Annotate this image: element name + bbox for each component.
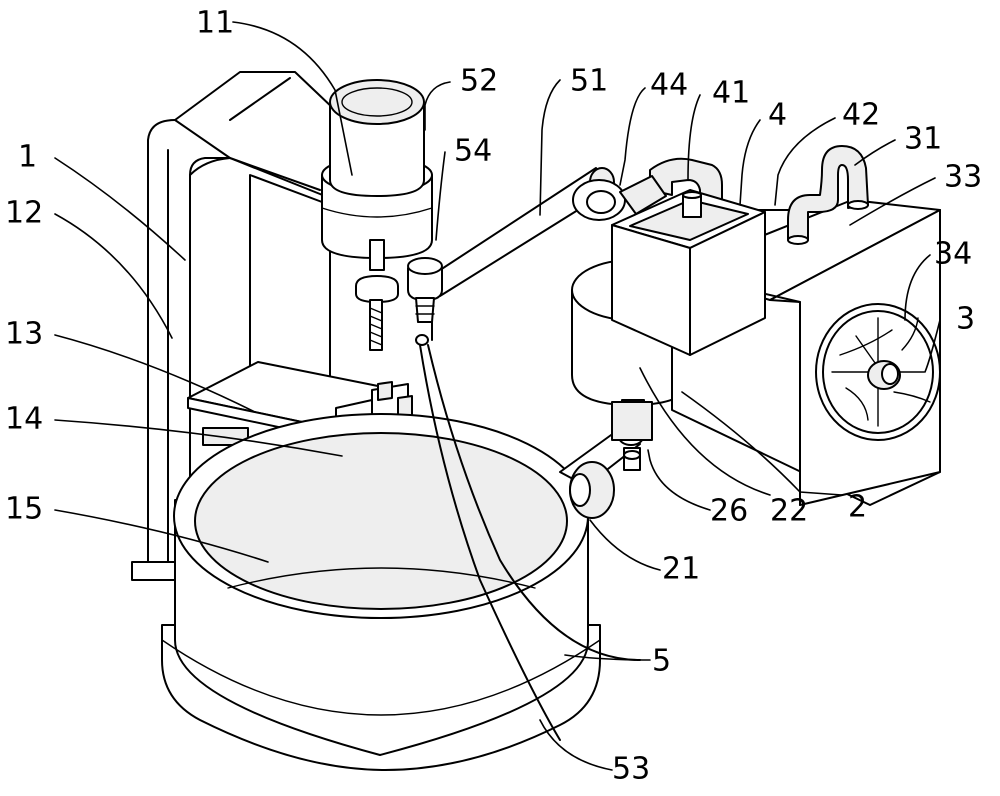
label-44: 44 [650,68,688,103]
label-26: 26 [710,494,748,529]
label-11: 11 [196,6,234,41]
label-12: 12 [5,196,43,231]
label-42: 42 [842,98,880,133]
label-1: 1 [18,140,37,175]
hose [419,321,641,741]
machine-column [131,71,336,581]
leader-lines [54,21,941,771]
separator-box [611,189,766,356]
label-3: 3 [956,302,975,337]
label-53: 53 [612,752,650,787]
suction-pipe [407,167,667,346]
label-41: 41 [712,76,750,111]
spindle-head [321,79,433,351]
label-33: 33 [944,160,982,195]
label-54: 54 [454,134,492,169]
part-labels: 11 52 54 51 44 41 4 42 31 33 34 3 1 12 1… [5,6,982,787]
pump-connector [559,428,644,519]
label-21: 21 [662,552,700,587]
label-34: 34 [934,237,972,272]
label-52: 52 [460,64,498,99]
label-2: 2 [848,490,867,525]
collection-tank [161,413,601,771]
label-22: 22 [770,494,808,529]
label-5: 5 [652,644,671,679]
label-31: 31 [904,122,942,157]
label-14: 14 [5,402,43,437]
label-13: 13 [5,317,43,352]
label-4: 4 [768,98,787,133]
label-51: 51 [570,64,608,99]
label-15: 15 [5,492,43,527]
